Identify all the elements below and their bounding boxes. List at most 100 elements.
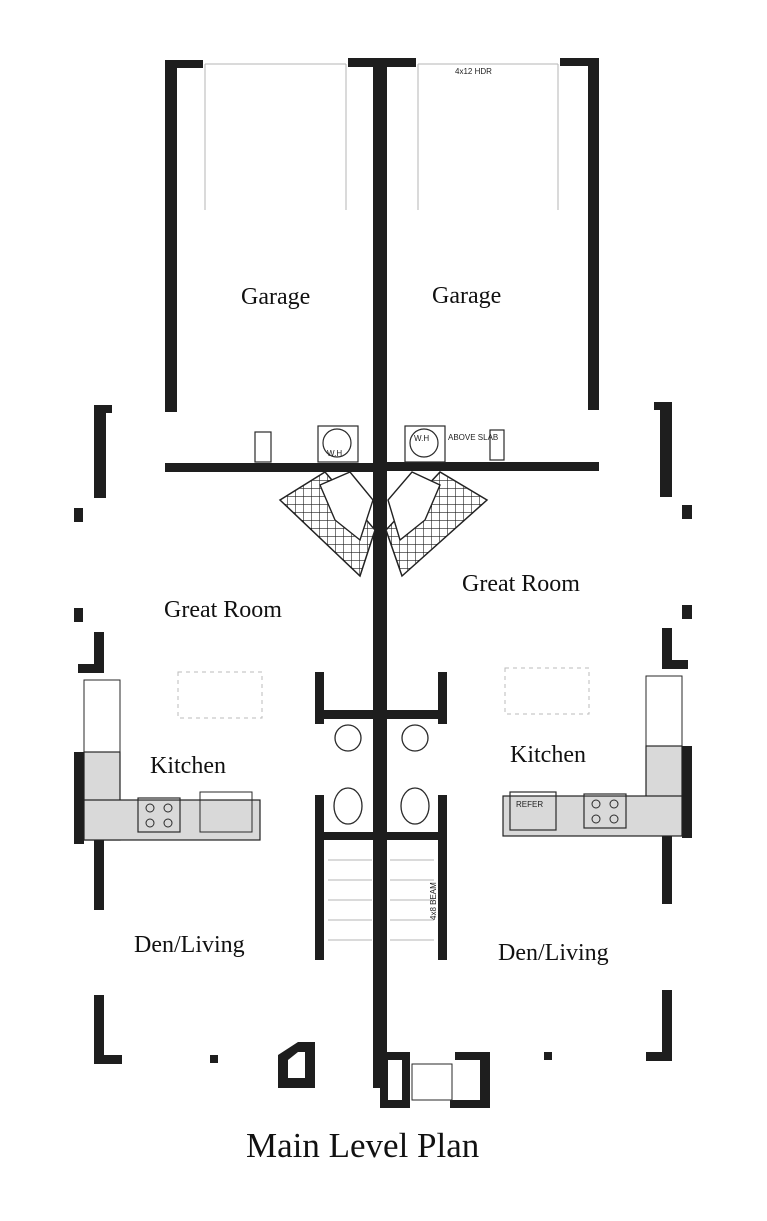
entry-left-wall	[278, 1042, 315, 1088]
beam-note: 4x8 BEAM	[429, 882, 438, 920]
entry-door-frame	[411, 1063, 453, 1101]
refrigerator	[509, 791, 557, 831]
bath-stair-core: 4x8 BEAM	[315, 672, 447, 960]
water-heater-right	[409, 428, 439, 458]
left-burner-4	[163, 818, 173, 828]
island-right	[504, 667, 590, 715]
water-heater-box-left	[317, 425, 359, 463]
left-range	[137, 797, 181, 833]
entry-right-pier	[544, 1052, 552, 1060]
entry-right-stub-a	[380, 1052, 410, 1060]
bath-divider	[315, 710, 447, 719]
right-burner-4	[609, 814, 619, 824]
right-window-post-a	[682, 505, 692, 519]
garage-back-wall-right	[384, 462, 599, 471]
garage-header-note: 4x12 HDR	[455, 67, 492, 76]
firebox-left	[319, 471, 374, 542]
bath-left-wall-lower	[315, 795, 324, 960]
right-wall-mid	[662, 628, 672, 666]
kitchen-left-label: Kitchen	[150, 753, 226, 779]
den-left-label: Den/Living	[134, 932, 245, 958]
great-room-left-label: Great Room	[164, 597, 282, 623]
bath-right-wall-lower	[438, 795, 447, 960]
den-right-label: Den/Living	[498, 940, 609, 966]
entry-right-sill-b	[450, 1100, 490, 1108]
garage-left-wall	[165, 60, 177, 412]
right-unit-walls	[646, 402, 692, 1061]
island-left	[177, 671, 263, 719]
left-wall-mid-step	[78, 664, 104, 673]
right-wall-upper-cap	[654, 402, 672, 410]
left-window-post-b	[74, 608, 83, 622]
kitchen-right-label: Kitchen	[510, 742, 586, 768]
great-room-right-label: Great Room	[462, 571, 580, 597]
right-wall-lower	[662, 834, 672, 904]
fireplace-left	[278, 471, 376, 578]
left-unit-walls	[74, 405, 122, 1064]
left-wall-upper-cap	[94, 405, 112, 413]
utility-box-left	[254, 431, 272, 463]
stair-treads	[328, 859, 434, 941]
left-wall-mid	[94, 632, 104, 670]
garage-top-right-stub	[560, 58, 598, 66]
right-wall-upper	[660, 402, 672, 497]
party-wall	[373, 60, 387, 1088]
bath-left-wall-upper	[315, 672, 324, 724]
left-burner-1	[145, 803, 155, 813]
left-counter-upper	[83, 679, 121, 753]
fireplace-right	[385, 471, 489, 578]
entry-right-post-b	[402, 1060, 410, 1108]
right-burner-3	[591, 814, 601, 824]
garage-back-wall-left	[165, 463, 377, 472]
left-wall-bottom	[94, 995, 104, 1063]
entry-right-sill	[380, 1100, 410, 1108]
utility-fixtures: W.H W.H ABOVE SLAB	[254, 425, 505, 463]
plan-title: Main Level Plan	[246, 1126, 479, 1165]
water-heater-left	[322, 428, 352, 458]
right-kitchen-wall	[682, 746, 692, 838]
entry-right-post-c	[480, 1052, 490, 1108]
right-range	[583, 793, 627, 829]
utility-box-right	[489, 429, 505, 461]
entry-right-post-a	[380, 1052, 388, 1108]
entry-left-pier	[210, 1055, 218, 1063]
entries	[210, 1042, 552, 1108]
water-heater-right-label: W.H	[414, 434, 429, 443]
left-wall-upper	[94, 405, 106, 498]
hearth-right	[385, 471, 489, 578]
toilet-left	[333, 787, 363, 825]
bath-bottom-wall	[315, 832, 447, 840]
water-heater-box-right	[404, 425, 446, 463]
right-wall-mid-step	[662, 660, 688, 669]
refrigerator-label: REFER	[516, 800, 543, 809]
garage-right-wall	[588, 58, 599, 410]
sink-right	[401, 724, 429, 752]
left-burner-2	[163, 803, 173, 813]
right-counter-upper	[645, 675, 683, 747]
firebox-right	[387, 471, 441, 542]
left-burner-3	[145, 818, 155, 828]
right-wall-bottom	[662, 990, 672, 1058]
kitchen-right-counter: REFER	[502, 675, 683, 837]
right-burner-1	[591, 799, 601, 809]
garage-right-label: Garage	[432, 283, 501, 309]
water-heater-left-label: W.H	[327, 449, 342, 458]
left-window-post-a	[74, 508, 83, 522]
toilet-right	[400, 787, 430, 825]
kitchen-left-counter	[83, 679, 261, 841]
entry-right-stub-b	[455, 1052, 490, 1060]
hearth-left	[278, 471, 376, 578]
garage-top-left-stub	[165, 60, 203, 68]
left-wall-lower	[94, 838, 104, 910]
left-floor-stub	[94, 1055, 122, 1064]
garage-left-label: Garage	[241, 284, 310, 310]
right-window-post-b	[682, 605, 692, 619]
bath-right-wall-upper	[438, 672, 447, 724]
right-burner-2	[609, 799, 619, 809]
left-kitchen-wall	[74, 752, 84, 844]
above-slab-note: ABOVE SLAB	[448, 433, 498, 442]
right-floor-stub	[646, 1052, 672, 1061]
sink-left	[334, 724, 362, 752]
left-sink-counter	[199, 791, 253, 833]
